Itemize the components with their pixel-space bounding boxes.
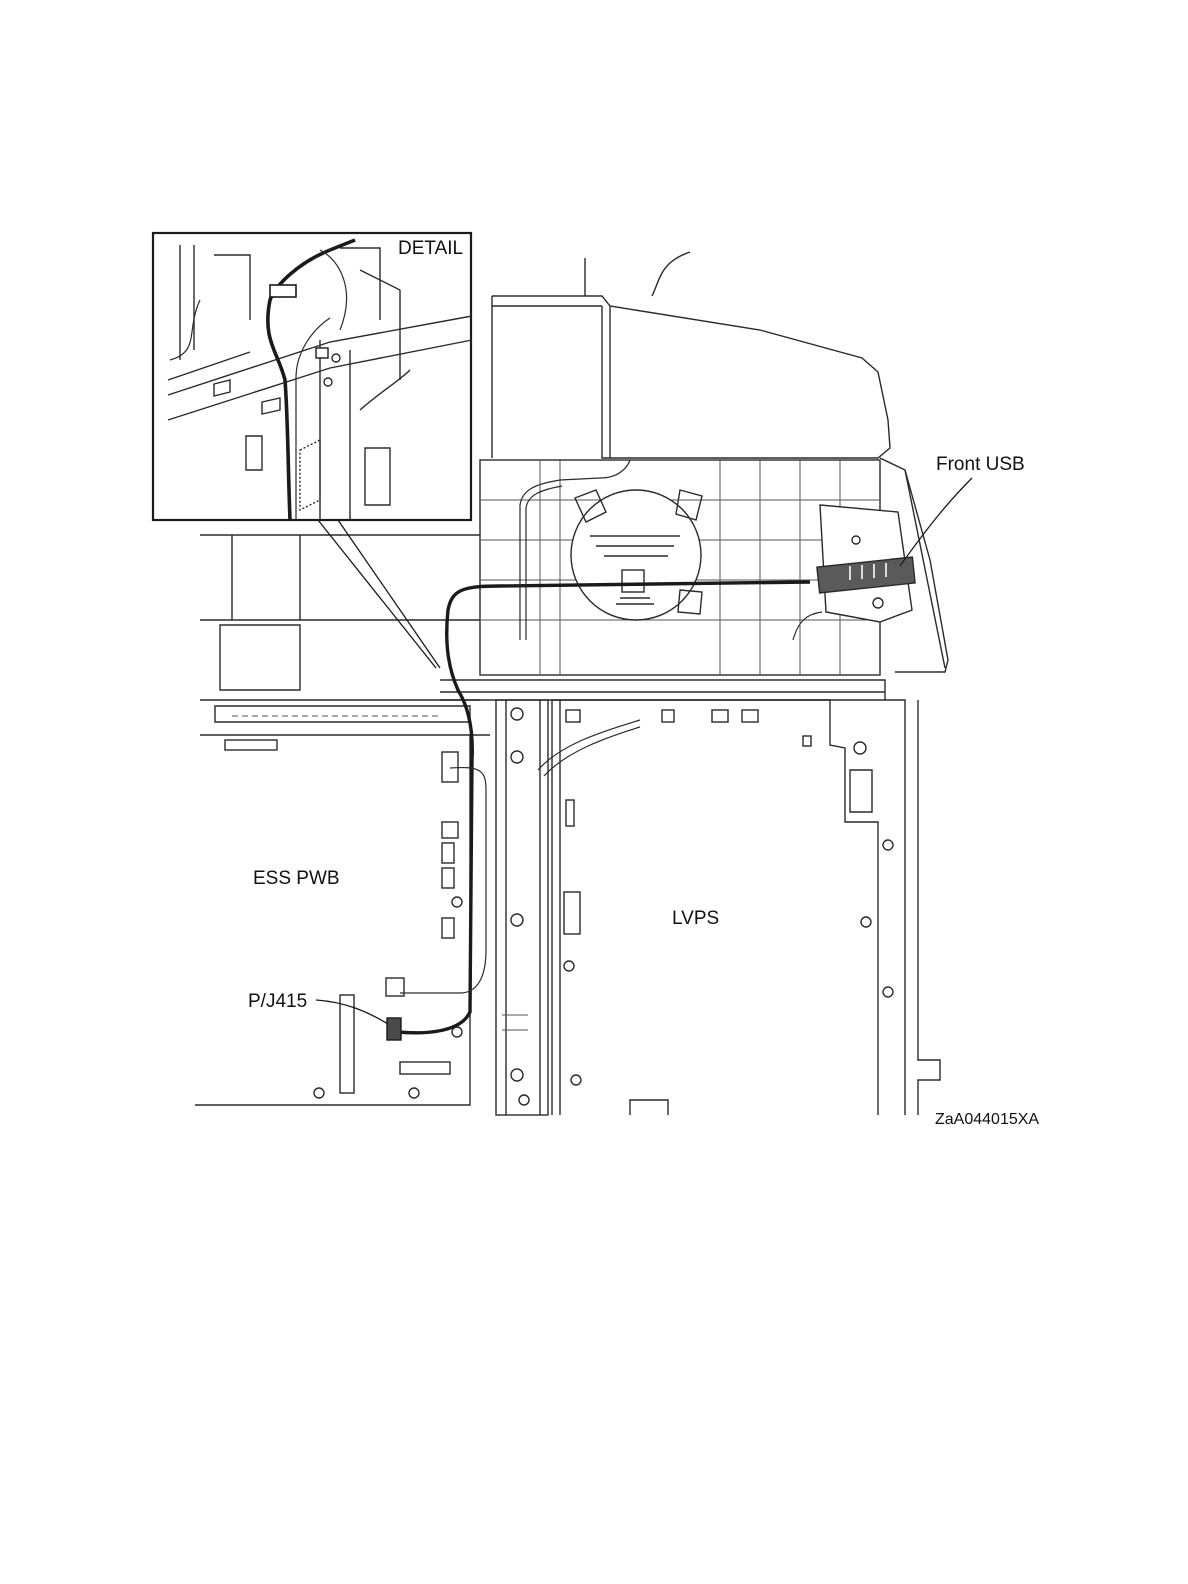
pj415-leader: [316, 1000, 388, 1024]
connector-label: P/J415: [248, 991, 307, 1012]
lvps-label: LVPS: [672, 908, 719, 929]
front-usb-bracket: [817, 505, 915, 622]
center-rails: [496, 700, 548, 1115]
ess-pwb-label: ESS PWB: [253, 868, 340, 889]
fan-assembly: [571, 490, 702, 620]
detail-inset: [153, 233, 472, 520]
figure-id-label: ZaA044015XA: [935, 1111, 1039, 1128]
detail-label: DETAIL: [398, 238, 463, 259]
pj415-connector: [387, 1018, 401, 1040]
ess-pwb-board: [195, 735, 470, 1105]
right-side-parts: [850, 700, 940, 1115]
front-usb-label: Front USB: [936, 454, 1025, 475]
detail-callout-lines: [318, 520, 440, 668]
